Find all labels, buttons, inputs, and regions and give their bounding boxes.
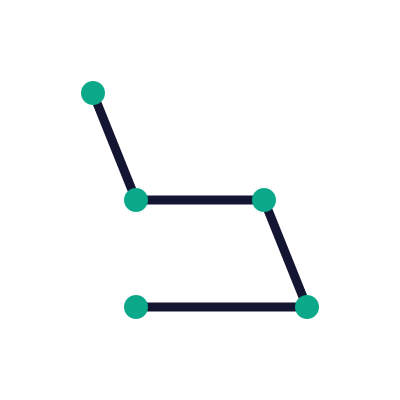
node-1 [124, 188, 148, 212]
edge-layer [88, 88, 312, 312]
node-4 [124, 295, 148, 319]
node-3 [295, 295, 319, 319]
edge-0 [88, 88, 141, 205]
node-2 [252, 188, 276, 212]
node-0 [81, 81, 105, 105]
edge-2 [259, 195, 312, 312]
node-layer [81, 81, 319, 319]
